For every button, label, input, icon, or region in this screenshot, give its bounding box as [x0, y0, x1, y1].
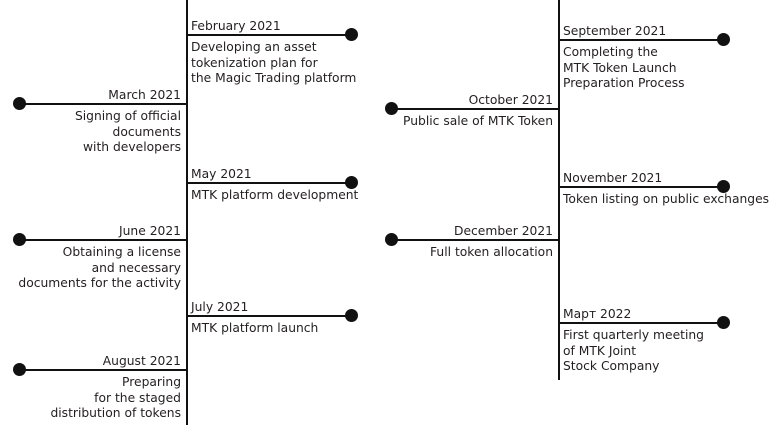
milestone-date-march-2021: March 2021: [108, 88, 181, 102]
milestone-desc-wrap-october-2021: Public sale of MTK Token: [372, 114, 553, 130]
milestone-date-june-2021: June 2021: [119, 224, 181, 238]
node-dot-may-2021: [345, 176, 358, 189]
milestone-june-2021[interactable]: June 2021: [0, 224, 181, 239]
connector-july-2021: [186, 315, 352, 317]
milestone-desc-wrap-september-2021: Completing the MTK Token Launch Preparat…: [563, 45, 763, 92]
milestone-march-2021[interactable]: March 2021: [0, 88, 181, 103]
milestone-desc-wrap-may-2021: MTK platform development: [191, 188, 381, 204]
milestone-description-june-2021: Obtaining a license and necessary docume…: [18, 245, 181, 291]
milestone-october-2021[interactable]: October 2021: [372, 93, 553, 108]
node-dot-february-2021: [345, 28, 358, 41]
milestone-description-july-2021: MTK platform launch: [191, 321, 319, 335]
milestone-description-march-2021: Signing of official documents with devel…: [74, 109, 181, 155]
milestone-july-2021[interactable]: July 2021: [191, 300, 371, 315]
milestone-desc-wrap-november-2021: Token listing on public exchanges: [563, 192, 770, 208]
milestone-desc-wrap-august-2021: Preparing for the staged distribution of…: [0, 375, 181, 422]
milestone-description-september-2021: Completing the MTK Token Launch Preparat…: [563, 45, 685, 91]
milestone-date-december-2021: December 2021: [454, 224, 553, 238]
milestone-date-august-2021: August 2021: [102, 354, 181, 368]
connector-february-2021: [186, 34, 352, 36]
milestone-date-may-2021: May 2021: [191, 167, 252, 181]
milestone-desc-wrap-july-2021: MTK platform launch: [191, 321, 381, 337]
connector-august-2021: [19, 369, 186, 371]
milestone-mart-2022[interactable]: Март 2022: [563, 307, 753, 322]
milestone-date-november-2021: November 2021: [563, 171, 663, 185]
milestone-september-2021[interactable]: September 2021: [563, 24, 753, 39]
milestone-august-2021[interactable]: August 2021: [0, 354, 181, 369]
connector-october-2021: [391, 108, 558, 110]
node-dot-december-2021: [385, 233, 398, 246]
milestone-desc-wrap-february-2021: Developing an asset tokenization plan fo…: [191, 40, 376, 87]
milestone-description-mart-2022: First quarterly meeting of MTK Joint Sto…: [563, 328, 704, 374]
milestone-desc-wrap-december-2021: Full token allocation: [372, 245, 553, 261]
node-dot-june-2021: [13, 233, 26, 246]
milestone-description-november-2021: Token listing on public exchanges: [563, 192, 770, 206]
milestone-desc-wrap-mart-2022: First quarterly meeting of MTK Joint Sto…: [563, 328, 763, 375]
milestone-november-2021[interactable]: November 2021: [563, 171, 753, 186]
connector-december-2021: [391, 239, 558, 241]
node-dot-november-2021: [717, 180, 730, 193]
milestone-date-september-2021: September 2021: [563, 24, 667, 38]
milestone-desc-wrap-march-2021: Signing of official documents with devel…: [0, 109, 181, 156]
node-dot-march-2021: [13, 97, 26, 110]
connector-september-2021: [558, 39, 724, 41]
connector-march-2021: [19, 103, 186, 105]
connector-november-2021: [558, 186, 724, 188]
connector-may-2021: [186, 182, 352, 184]
milestone-desc-wrap-june-2021: Obtaining a license and necessary docume…: [0, 245, 181, 292]
milestone-date-mart-2022: Март 2022: [563, 307, 632, 321]
connector-june-2021: [19, 239, 186, 241]
connector-mart-2022: [558, 322, 724, 324]
node-dot-september-2021: [717, 33, 730, 46]
milestone-date-october-2021: October 2021: [468, 93, 553, 107]
milestone-may-2021[interactable]: May 2021: [191, 167, 371, 182]
milestone-description-august-2021: Preparing for the staged distribution of…: [50, 375, 181, 421]
node-dot-july-2021: [345, 309, 358, 322]
milestone-description-december-2021: Full token allocation: [430, 245, 553, 259]
milestone-description-may-2021: MTK platform development: [191, 188, 359, 202]
milestone-december-2021[interactable]: December 2021: [372, 224, 553, 239]
node-dot-october-2021: [385, 102, 398, 115]
timeline-spine-right: [558, 0, 560, 380]
milestone-date-february-2021: February 2021: [191, 19, 281, 33]
milestone-description-february-2021: Developing an asset tokenization plan fo…: [191, 40, 357, 86]
milestone-february-2021[interactable]: February 2021: [191, 19, 371, 34]
milestone-description-october-2021: Public sale of MTK Token: [403, 114, 553, 128]
node-dot-mart-2022: [717, 316, 730, 329]
node-dot-august-2021: [13, 363, 26, 376]
milestone-date-july-2021: July 2021: [191, 300, 249, 314]
timeline-spine-left: [186, 0, 188, 425]
